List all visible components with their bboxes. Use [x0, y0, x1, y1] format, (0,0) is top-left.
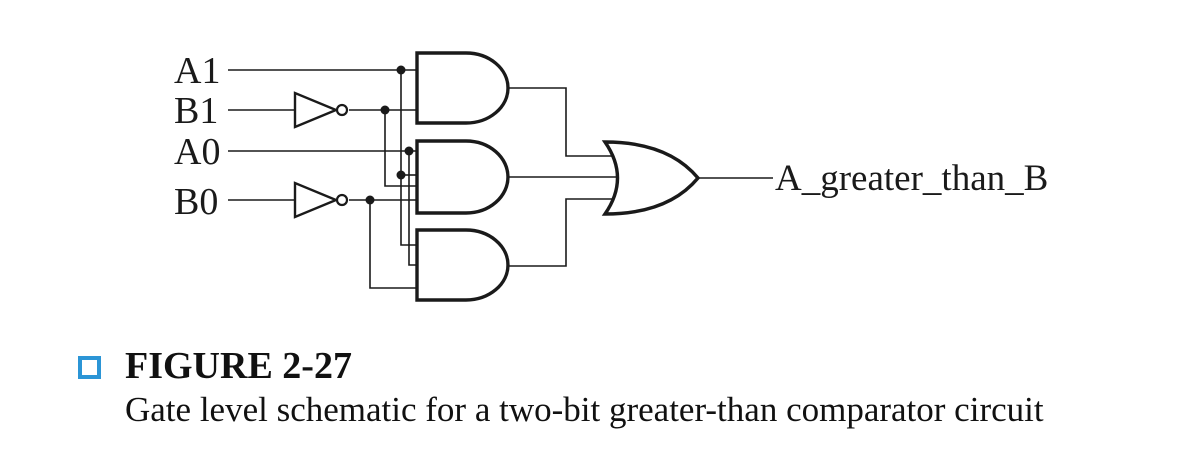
wire-notb1-to-and2 [384, 110, 417, 187]
wire-a1-to-and3 [400, 70, 417, 246]
input-wires [228, 69, 417, 201]
input-label-b0: B0 [174, 181, 218, 223]
wire-and3-to-or [508, 198, 612, 267]
junction-a1-and2 [396, 170, 406, 180]
junction-dots [365, 65, 414, 205]
junction-notb0 [365, 195, 375, 205]
not-gate-b0 [293, 181, 349, 219]
figure-number: FIGURE 2-27 [125, 345, 352, 387]
not-bubble-b0 [335, 193, 349, 207]
junction-notb1 [380, 105, 390, 115]
figure-caption-text: Gate level schematic for a two-bit great… [125, 390, 1044, 429]
output-label: A_greater_than_B [775, 158, 1048, 199]
internal-wires [369, 70, 773, 289]
wire-notb0-to-and3 [369, 200, 417, 289]
not-bubble-b1 [335, 103, 349, 117]
and-gate-3 [415, 228, 510, 302]
input-label-a1: A1 [174, 50, 220, 92]
comparator-schematic: A1 B1 A0 B0 [174, 50, 1048, 302]
figure-marker-box [78, 356, 101, 379]
and-gate-1 [415, 51, 510, 125]
input-label-b1: B1 [174, 90, 218, 132]
not-gate-b1 [293, 91, 349, 129]
wire-and1-to-or [508, 87, 612, 157]
and-gate-2 [415, 139, 510, 215]
or-gate [601, 140, 701, 216]
wire-a0-to-and3 [408, 151, 417, 266]
junction-a1 [396, 65, 406, 75]
input-label-a0: A0 [174, 131, 220, 173]
junction-a0 [404, 146, 414, 156]
